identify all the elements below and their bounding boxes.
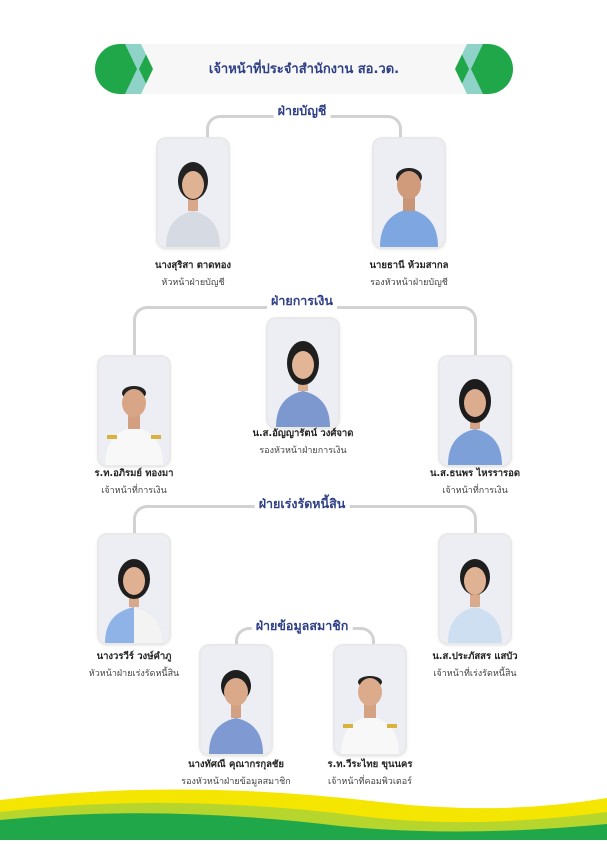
page-title: เจ้าหน้าที่ประจำสำนักงาน สอ.วด. (208, 62, 400, 77)
section-title-member: ฝ่ายข้อมูลสมาชิก (251, 616, 353, 636)
staff-name-5: น.ส.ธนพร ไหรรารอด (429, 468, 521, 479)
photo-staff-6 (99, 535, 169, 643)
staff-role-1: หัวหน้าฝ่ายบัญชี (161, 278, 225, 288)
section-title-debt: ฝ่ายเร่งรัดหนี้สิน (254, 494, 350, 514)
section-title-finance: ฝ่ายการเงิน (267, 291, 337, 311)
staff-name-6: นางวรวีร์ วงษ์คำภู (96, 651, 172, 662)
staff-name-1: นางสุริสา ตาดทอง (154, 260, 232, 271)
header-banner: เจ้าหน้าที่ประจำสำนักงาน สอ.วด. (95, 44, 513, 94)
staff-name-3: น.ส.อัญญารัตน์ วงศ์จาด (252, 428, 354, 439)
footer-wave (0, 778, 607, 840)
photo-staff-2 (374, 139, 444, 247)
photo-staff-1 (158, 139, 228, 247)
photo-staff-4 (99, 357, 169, 465)
staff-name-2: นายธานี ห้วมสากล (369, 260, 449, 271)
staff-name-4: ร.ท.อภิรมย์ ทองมา (94, 468, 174, 479)
staff-name-7: น.ส.ประภัสสร แสบัว (432, 651, 518, 662)
photo-staff-8 (201, 646, 271, 754)
photo-staff-5 (440, 357, 510, 465)
staff-name-9: ร.ท.วีระไทย ขุนนคร (327, 759, 413, 770)
staff-name-8: นางทัศณี คุณากรกุลชัย (188, 759, 284, 770)
header-banner-graphic (95, 44, 513, 94)
staff-role-7: เจ้าหน้าที่เร่งรัดหนี้สิน (433, 669, 517, 679)
section-title-accounting: ฝ่ายบัญชี (273, 101, 331, 121)
footer-wave-graphic (0, 789, 607, 840)
staff-role-6: หัวหน้าฝ่ายเร่งรัดหนี้สิน (88, 669, 180, 679)
photo-staff-7 (440, 535, 510, 643)
staff-role-8: รองหัวหน้าฝ่ายข้อมูลสมาชิก (181, 777, 291, 787)
photo-staff-3 (268, 319, 338, 427)
staff-role-4: เจ้าหน้าที่การเงิน (101, 486, 167, 496)
photo-staff-9 (335, 646, 405, 754)
staff-role-5: เจ้าหน้าที่การเงิน (442, 486, 508, 496)
staff-role-9: เจ้าหน้าที่คอมพิวเตอร์ (328, 777, 412, 787)
staff-role-2: รองหัวหน้าฝ่ายบัญชี (370, 278, 448, 288)
staff-role-3: รองหัวหน้าฝ่ายการเงิน (259, 446, 347, 456)
